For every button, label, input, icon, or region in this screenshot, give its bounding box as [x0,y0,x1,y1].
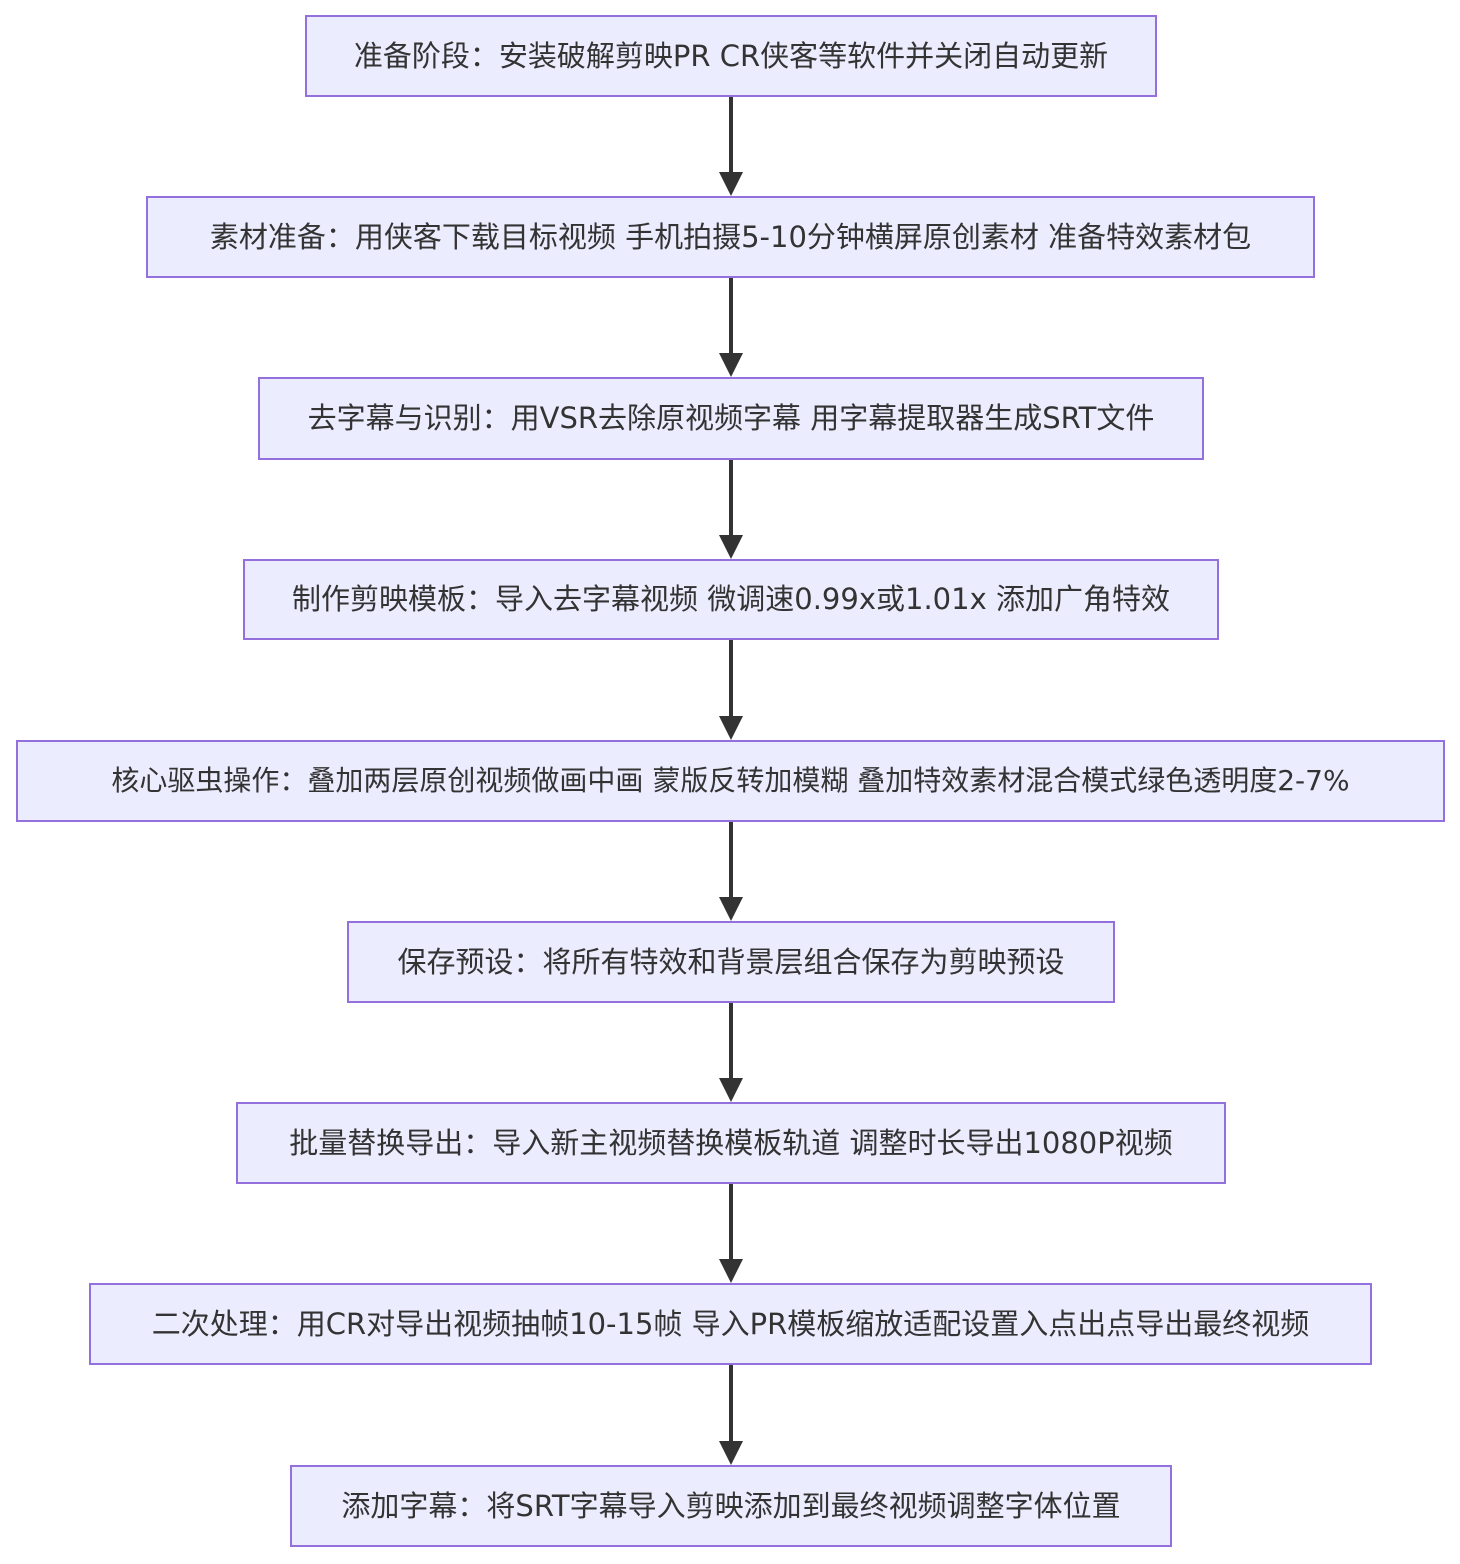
step-label: 核心驱虫操作：叠加两层原创视频做画中画 蒙版反转加模糊 叠加特效素材混合模式绿色… [111,764,1350,797]
step-node-add-subtitles: 添加字幕：将SRT字幕导入剪映添加到最终视频调整字体位置 [290,1465,1172,1547]
step-label: 二次处理：用CR对导出视频抽帧10-15帧 导入PR模板缩放适配设置入点出点导出… [151,1306,1310,1341]
step-node-prepare: 准备阶段：安装破解剪映PR CR侠客等软件并关闭自动更新 [305,15,1157,97]
step-node-subtitle-removal: 去字幕与识别：用VSR去除原视频字幕 用字幕提取器生成SRT文件 [258,377,1204,460]
arrowhead-6 [719,1078,743,1102]
step-label: 去字幕与识别：用VSR去除原视频字幕 用字幕提取器生成SRT文件 [307,401,1155,435]
step-label: 批量替换导出：导入新主视频替换模板轨道 调整时长导出1080P视频 [289,1125,1173,1160]
arrowhead-5 [719,897,743,921]
step-label: 保存预设：将所有特效和背景层组合保存为剪映预设 [397,944,1065,979]
step-label: 素材准备：用侠客下载目标视频 手机拍摄5-10分钟横屏原创素材 准备特效素材包 [209,219,1252,254]
step-node-core-operation: 核心驱虫操作：叠加两层原创视频做画中画 蒙版反转加模糊 叠加特效素材混合模式绿色… [16,740,1445,822]
step-label: 准备阶段：安装破解剪映PR CR侠客等软件并关闭自动更新 [353,38,1109,73]
arrowhead-7 [719,1259,743,1283]
arrowhead-4 [719,716,743,740]
arrowhead-3 [719,535,743,559]
step-node-template: 制作剪映模板：导入去字幕视频 微调速0.99x或1.01x 添加广角特效 [243,559,1219,640]
step-node-batch-export: 批量替换导出：导入新主视频替换模板轨道 调整时长导出1080P视频 [236,1102,1226,1184]
arrowhead-1 [719,172,743,196]
step-label: 制作剪映模板：导入去字幕视频 微调速0.99x或1.01x 添加广角特效 [292,582,1170,616]
step-node-materials: 素材准备：用侠客下载目标视频 手机拍摄5-10分钟横屏原创素材 准备特效素材包 [146,196,1315,278]
step-node-save-preset: 保存预设：将所有特效和背景层组合保存为剪映预设 [347,921,1115,1003]
arrowhead-2 [719,353,743,377]
arrowhead-8 [719,1441,743,1465]
step-label: 添加字幕：将SRT字幕导入剪映添加到最终视频调整字体位置 [341,1488,1121,1523]
step-node-secondary-processing: 二次处理：用CR对导出视频抽帧10-15帧 导入PR模板缩放适配设置入点出点导出… [89,1283,1372,1365]
